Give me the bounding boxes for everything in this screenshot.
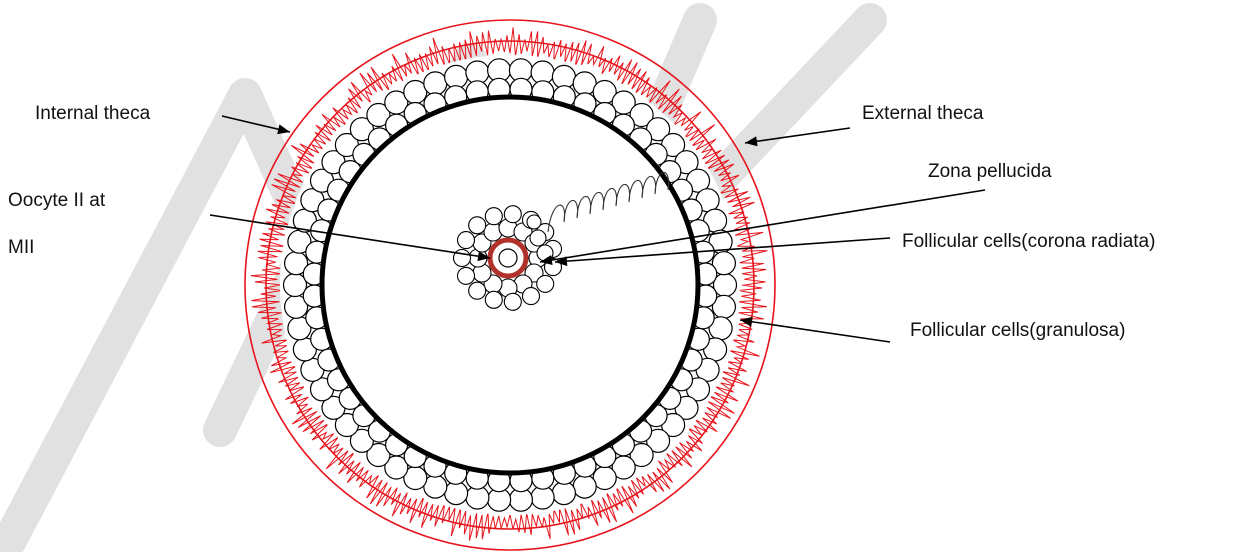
watermark-stroke xyxy=(700,20,870,200)
corona-cell xyxy=(485,291,502,308)
label-oocyte-line2: MII xyxy=(8,238,34,257)
label-external-theca: External theca xyxy=(862,104,983,123)
corona-cell xyxy=(458,232,475,249)
granulosa-cell xyxy=(552,65,575,88)
label-internal-theca: Internal theca xyxy=(35,104,150,123)
corona-cell xyxy=(527,215,541,229)
corona-cell xyxy=(523,288,540,305)
corona-cell xyxy=(504,206,521,223)
corona-cell xyxy=(458,267,475,284)
granulosa-cell xyxy=(714,274,737,297)
corona-cell xyxy=(504,293,521,310)
granulosa-cell xyxy=(445,482,468,505)
granulosa-cell xyxy=(424,72,447,95)
corona-cell xyxy=(537,275,554,292)
corona-cell xyxy=(530,230,546,246)
corona-cell xyxy=(469,217,486,234)
corona-cell xyxy=(469,282,486,299)
granulosa-cell xyxy=(573,475,596,498)
corona-cell xyxy=(485,208,502,225)
label-zona-pellucida: Zona pellucida xyxy=(928,162,1052,181)
oocyte-cell xyxy=(499,249,517,267)
label-granulosa: Follicular cells(granulosa) xyxy=(910,321,1125,340)
label-corona-radiata: Follicular cells(corona radiata) xyxy=(902,232,1155,251)
oocyte xyxy=(490,240,526,276)
granulosa-cell xyxy=(552,482,575,505)
arrow-granulosa xyxy=(740,320,890,342)
granulosa-cell xyxy=(284,274,307,297)
arrow-internal-theca-head xyxy=(277,124,290,134)
granulosa-cell xyxy=(445,65,468,88)
label-oocyte-line1: Oocyte II at xyxy=(8,191,105,210)
